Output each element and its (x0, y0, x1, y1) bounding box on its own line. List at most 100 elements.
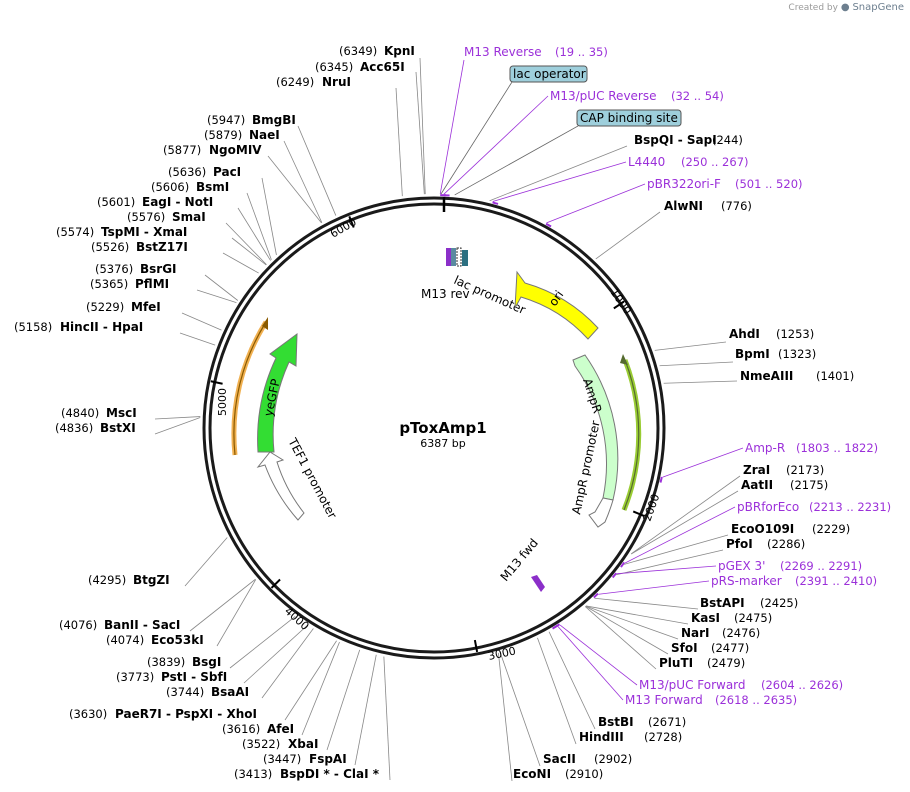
enzyme-pos-bspdi-clai: (3413) (234, 767, 272, 781)
enzyme-pos-tspmi-xmai: (5574) (56, 225, 94, 239)
lac-promoter-feature (456, 247, 462, 267)
enzyme-pos-ahdi: (1253) (776, 327, 814, 341)
primer-name-pbrforeco: pBRforEco (737, 500, 799, 514)
primer-range-pbrforeco: (2213 .. 2231) (809, 500, 891, 514)
enzyme-name-pflmi: PflMI (135, 277, 169, 291)
enzyme-pos-bsrgi: (5376) (95, 262, 133, 276)
enzyme-connector-right (663, 380, 738, 384)
enzyme-connector-left (181, 312, 222, 331)
tick-mark-6000 (348, 215, 355, 228)
enzyme-connector-left (154, 416, 201, 420)
tick-label-6000: 6000 (328, 215, 359, 240)
primer-range-pgex-3: (2269 .. 2291) (780, 559, 862, 573)
enzyme-name-mfei: MfeI (131, 300, 161, 314)
enzyme-connector-right (654, 341, 727, 351)
enzyme-connector-right (489, 145, 628, 202)
enzyme-pos-sfoi: (2477) (711, 641, 749, 655)
enzyme-connector-left (246, 192, 272, 260)
enzyme-pos-mfei: (5229) (86, 300, 124, 314)
enzyme-connector-left (383, 656, 391, 781)
enzyme-name-fspai: FspAI (309, 752, 347, 766)
enzyme-name-zrai: ZraI (743, 463, 770, 477)
enzyme-connector-right (548, 631, 596, 730)
enzyme-connector-left (297, 125, 337, 216)
tick-mark-4000 (270, 578, 281, 589)
enzyme-pos-bsaai: (3744) (166, 685, 204, 699)
enzyme-connector-right (630, 490, 739, 555)
enzyme-pos-alwni: (776) (721, 199, 752, 213)
enzyme-pos-afei: (3616) (222, 722, 260, 736)
primer-name-amp-r: Amp-R (745, 441, 785, 455)
enzyme-pos-zrai: (2173) (786, 463, 824, 477)
enzyme-name-kpni: KpnI (384, 44, 415, 58)
enzyme-connector-right (499, 652, 541, 767)
watermark-brand: SnapGene (852, 2, 904, 13)
enzyme-pos-btgzi: (4295) (88, 573, 126, 587)
primer-range-pbr322ori-f: (501 .. 520) (735, 177, 803, 191)
box-connector (440, 81, 513, 195)
enzyme-connector-left (189, 578, 256, 632)
ori-feature (514, 270, 599, 340)
enzyme-pos-nmeaiii: (1401) (816, 369, 854, 383)
enzyme-name-naei: NaeI (249, 128, 280, 142)
enzyme-name-smai: SmaI (172, 210, 206, 224)
enzyme-connector-right (395, 87, 403, 197)
enzyme-connector-right (659, 361, 734, 367)
primer-connector (662, 447, 744, 478)
primer-connector (598, 580, 710, 595)
enzyme-connector-left (229, 616, 296, 669)
enzyme-pos-pflmi: (5365) (90, 277, 128, 291)
enzyme-pos-acc65i: (6345) (315, 60, 353, 74)
snapgene-watermark: Created by ● SnapGene (788, 2, 904, 13)
enzyme-pos-bstz17i: (5526) (91, 240, 129, 254)
box-connector (454, 125, 579, 196)
enzyme-name-bstxi: BstXI (100, 421, 136, 435)
enzyme-name-aatii: AatII (741, 478, 773, 492)
enzyme-connector-right (498, 652, 513, 782)
m13-rev-label: M13 rev (421, 287, 470, 301)
enzyme-connector-left (326, 649, 361, 751)
enzyme-name-sacii: SacII (543, 752, 576, 766)
enzyme-pos-paer7i-pspxi-xhoi: (3630) (69, 707, 107, 721)
enzyme-name-bspdi-clai: BspDI * - ClaI * (280, 767, 380, 781)
enzyme-connector-left (196, 289, 237, 304)
enzyme-connector-right (585, 605, 689, 625)
enzyme-pos-bspqi-sapi: (244) (712, 133, 743, 147)
plasmid-name: pToxAmp1 (399, 419, 486, 437)
enzyme-connector-right (537, 637, 577, 745)
tick-mark-2000 (632, 510, 645, 518)
primer-range-m13-puc-forward: (2604 .. 2626) (761, 678, 843, 692)
enzyme-name-psti-sbfi: PstI - SbfI (161, 670, 227, 684)
enzyme-name-ngomiv: NgoMIV (209, 143, 262, 157)
amp-r-primer-arrowhead (620, 354, 628, 365)
enzyme-pos-econi: (2910) (565, 767, 603, 781)
primer-mark (611, 572, 618, 579)
lac-operator-box-label: lac operator (513, 67, 586, 81)
cap-binding-site-box: CAP binding site (576, 109, 682, 127)
enzyme-pos-bpmi: (1323) (778, 347, 816, 361)
primer-name-m13-reverse: M13 Reverse (464, 45, 542, 59)
primer-name-pbr322ori-f: pBR322ori-F (647, 177, 721, 191)
cap-binding-site-box-label: CAP binding site (580, 111, 678, 125)
enzyme-pos-eagi-noti: (5601) (97, 195, 135, 209)
primer-mark (552, 624, 558, 630)
primer-connector (559, 624, 638, 686)
orange-band-line (233, 321, 267, 456)
enzyme-name-xbai: XbaI (288, 737, 318, 751)
primer-range-m13-puc-reverse: (32 .. 54) (671, 89, 724, 103)
m13-fwd-feature (531, 575, 545, 592)
enzyme-name-eco53ki: Eco53kI (151, 633, 204, 647)
tick-label-2000: 2000 (641, 492, 663, 523)
enzyme-pos-bstbi: (2671) (648, 715, 686, 729)
primer-mark (659, 476, 663, 483)
enzyme-pos-paci: (5636) (168, 165, 206, 179)
primer-name-m13-puc-reverse: M13/pUC Reverse (550, 89, 657, 103)
tick-label-5000: 5000 (216, 388, 229, 416)
primer-labels: M13 Reverse (19 .. 35) M13/pUC Reverse (… (464, 45, 891, 707)
primer-connector (546, 183, 646, 224)
plasmid-length: 6387 bp (420, 437, 465, 450)
enzyme-name-hincii-hpai: HincII - HpaI (60, 320, 143, 334)
enzyme-pos-psti-sbfi: (3773) (116, 670, 154, 684)
enzyme-name-bspqi-sapi: BspQI - SapI (634, 133, 717, 147)
